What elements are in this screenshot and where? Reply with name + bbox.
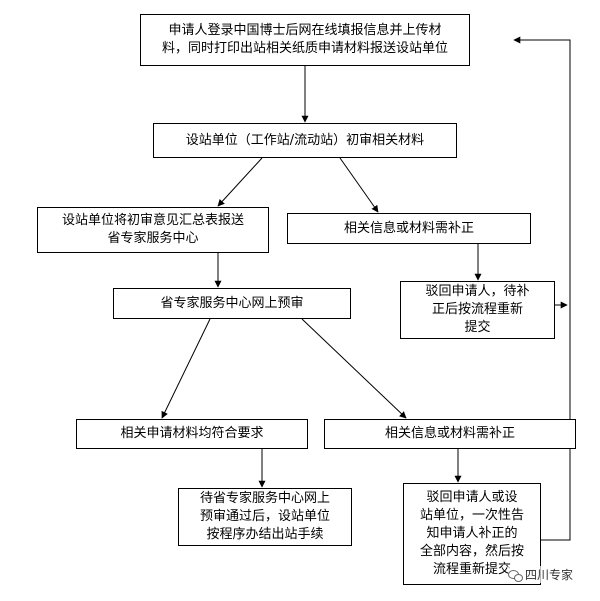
step-need-correction-1: 相关信息或材料需补正 <box>287 213 531 244</box>
step-need-correction-2: 相关信息或材料需补正 <box>324 419 576 449</box>
arrow-n2-n3 <box>217 157 263 207</box>
step-complete-exit: 待省专家服务中心网上 预审通过后，设站单位 按程序办结出站手续 <box>178 488 352 546</box>
arrow-n10-return <box>513 36 571 541</box>
watermark: 四川专家 <box>508 566 574 583</box>
step-materials-ok: 相关申请材料均符合要求 <box>76 419 308 449</box>
step-apply-online: 申请人登录中国博士后网在线填报信息并上传材 料，同时打印出站相关纸质申请材料报送… <box>140 14 470 66</box>
chat-bubble-icon <box>508 569 523 582</box>
step-submit-summary: 设站单位将初审意见汇总表报送 省专家服务中心 <box>37 207 269 253</box>
arrow-n2-n4 <box>339 157 379 213</box>
step-initial-review: 设站单位（工作站/流动站）初审相关材料 <box>153 123 457 158</box>
arrow-n6-n8 <box>301 318 407 419</box>
step-reject-applicant: 驳回申请人，待补 正后按流程重新 提交 <box>400 281 555 339</box>
arrow-n6-n7 <box>161 318 211 419</box>
watermark-text: 四川专家 <box>525 568 574 582</box>
step-online-prereview: 省专家服务中心网上预审 <box>113 288 351 319</box>
